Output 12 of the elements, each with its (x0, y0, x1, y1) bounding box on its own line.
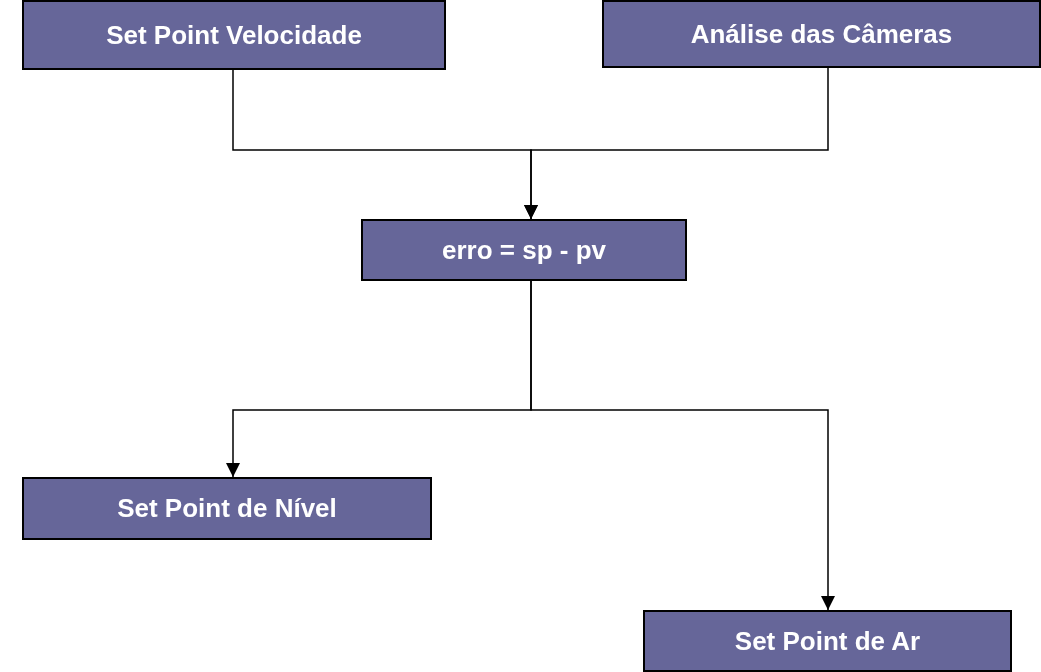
process-box (602, 0, 1041, 68)
process-box (643, 610, 1012, 672)
connector-arrow (530, 280, 835, 611)
box-label: erro = sp - pv (442, 233, 606, 267)
process-box (22, 477, 432, 540)
box-label: Análise das Câmeras (690, 17, 953, 51)
box-label: Set Point de Nível (117, 492, 337, 525)
connector-arrow (524, 67, 829, 220)
process-box (22, 0, 446, 70)
box-label: Set Point Velocidade (106, 18, 362, 52)
process-box (361, 219, 687, 281)
box-label: Set Point de Ar (734, 624, 921, 658)
